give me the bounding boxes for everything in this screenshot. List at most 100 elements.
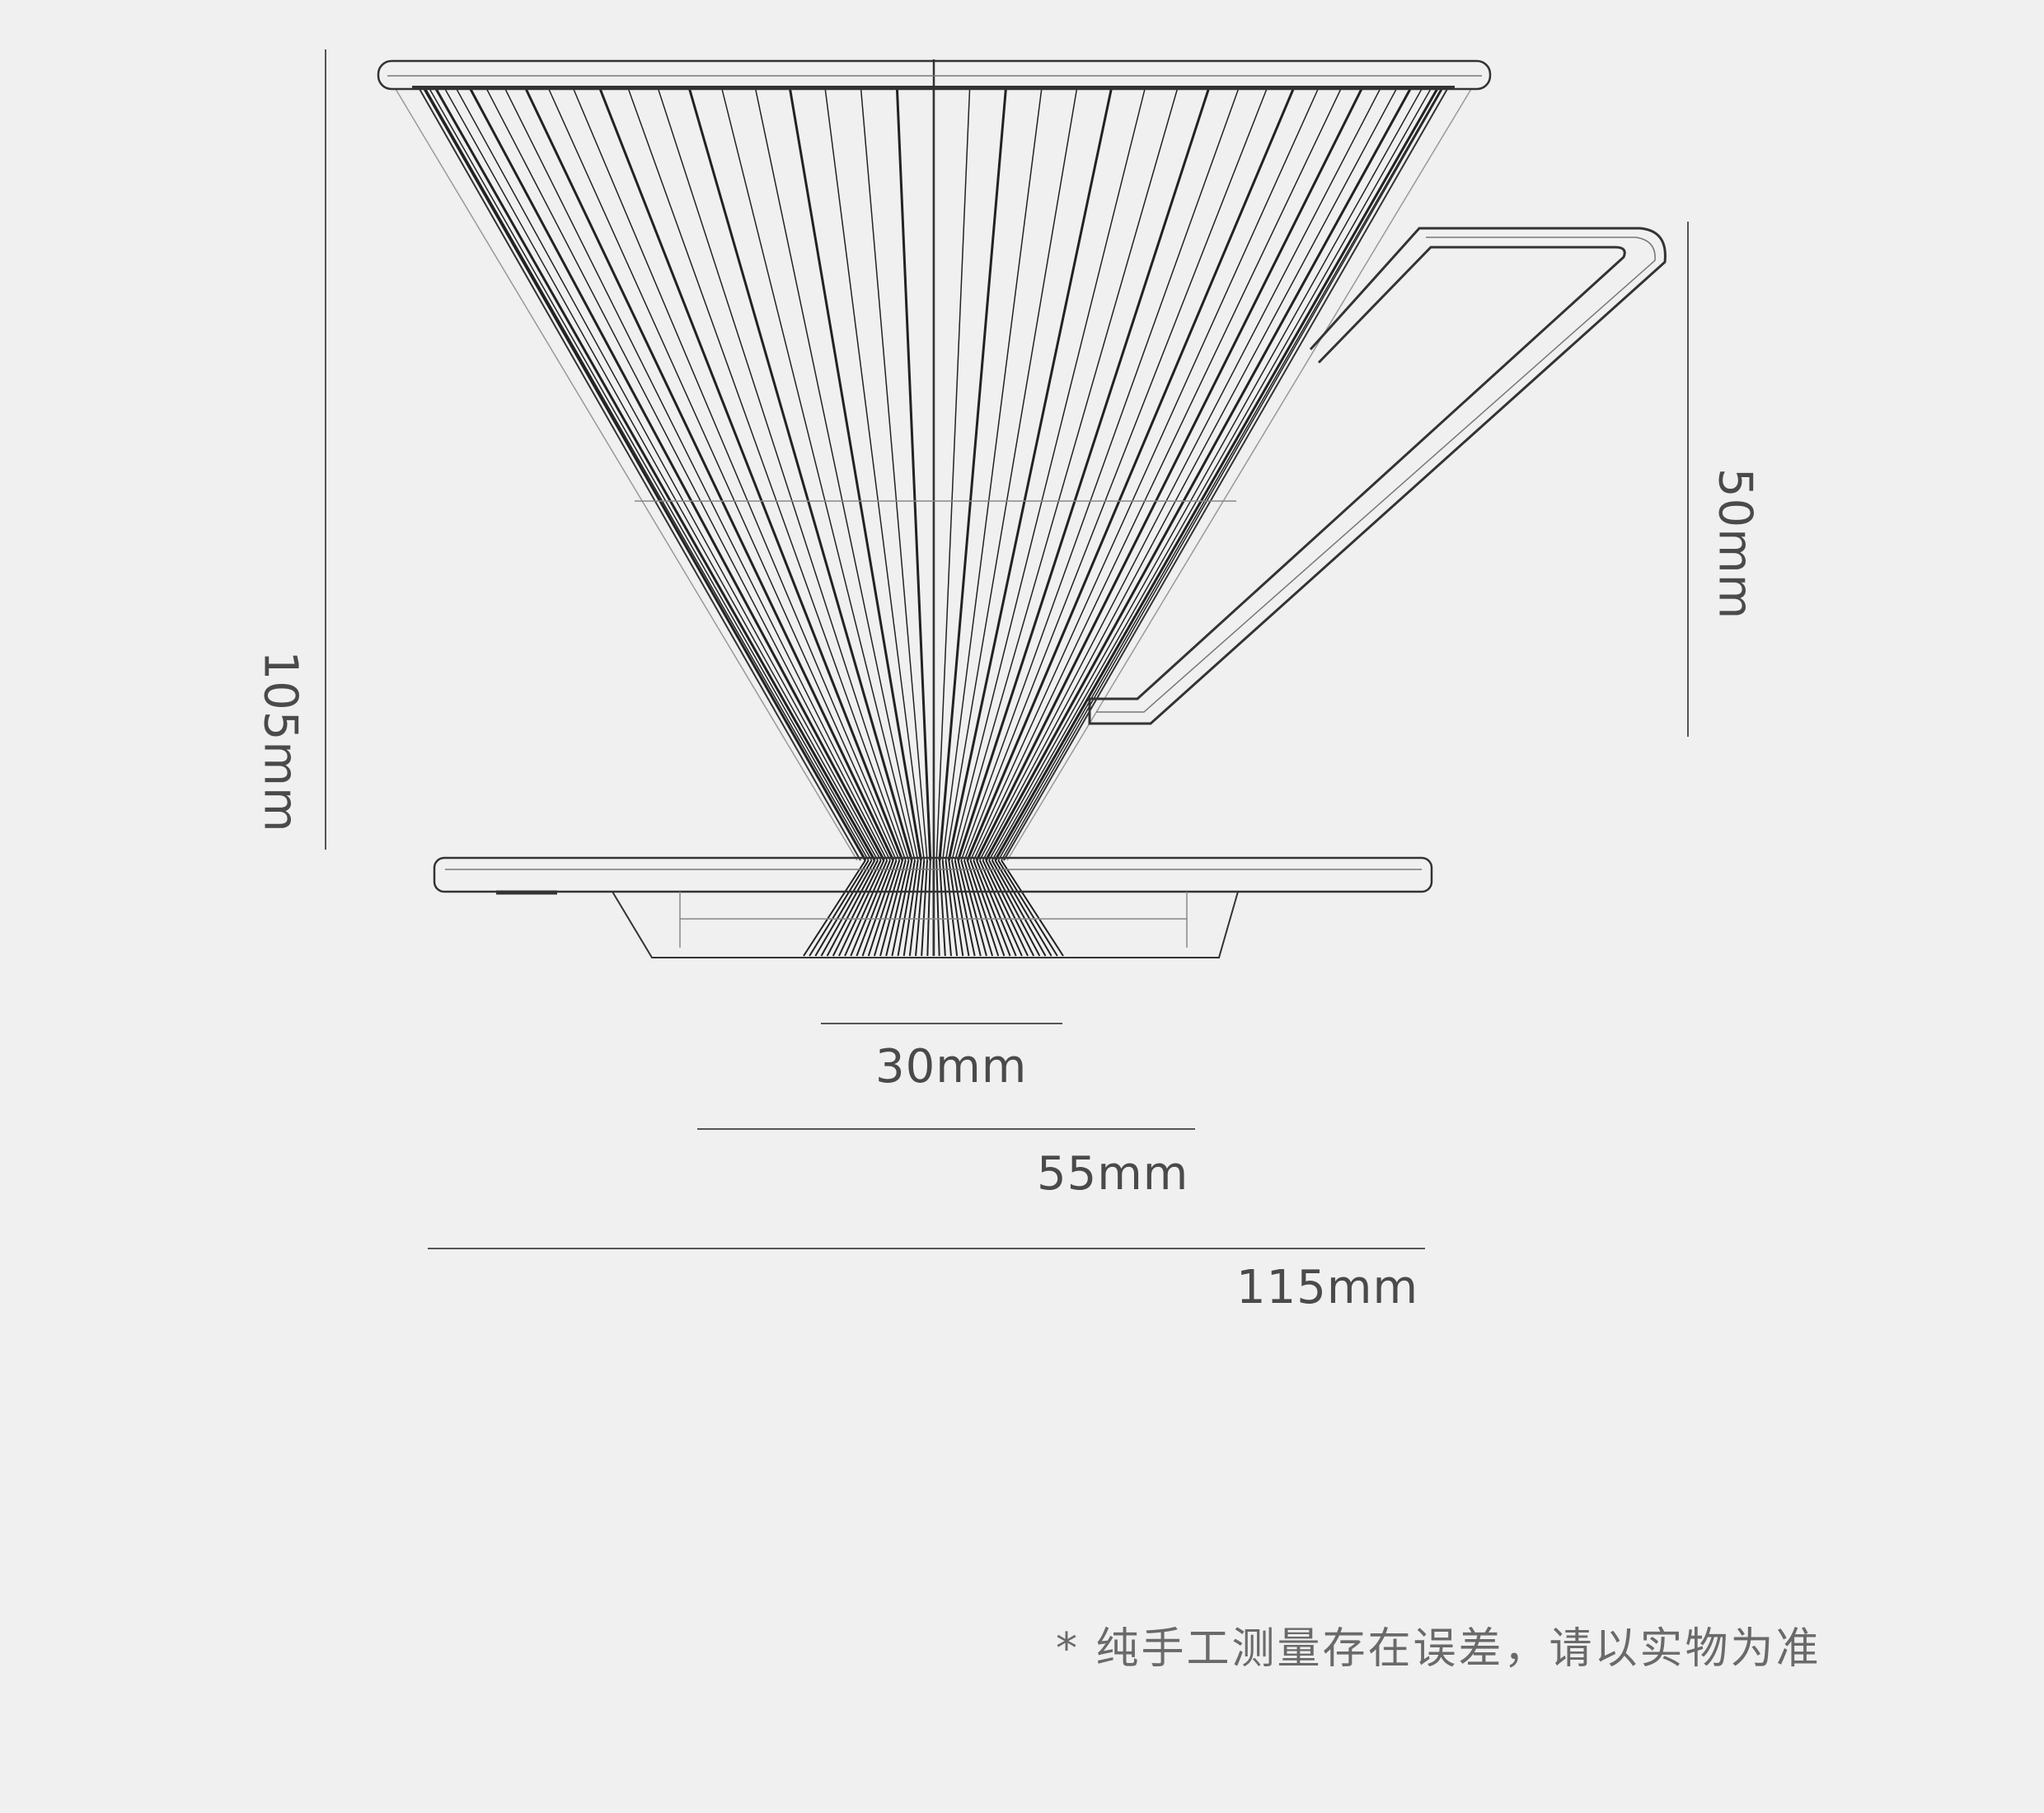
base-width-label: 115mm xyxy=(1236,1261,1418,1314)
cone-rib xyxy=(627,88,907,861)
outlet-rib xyxy=(988,860,1041,957)
cone-rib xyxy=(969,88,1319,861)
outlet-rib xyxy=(926,860,931,957)
outlet-rib xyxy=(856,860,894,957)
cone-rib xyxy=(982,88,1397,861)
height-label: 105mm xyxy=(253,650,307,833)
cone-outline xyxy=(395,59,1472,956)
outlet-rib xyxy=(985,860,1035,957)
outlet-rib xyxy=(850,860,891,957)
outlet-rib xyxy=(982,860,1029,957)
cone-rib xyxy=(979,88,1381,861)
cone-rib xyxy=(423,88,867,861)
cone-rib xyxy=(935,88,971,861)
outlet-rib xyxy=(941,860,952,957)
cone-rib xyxy=(434,88,876,861)
outlet-rib xyxy=(960,860,987,957)
measurement-disclaimer: * 纯手工测量存在误差，请以实物为准 xyxy=(1056,1624,1821,1674)
outlet-rib xyxy=(861,860,898,957)
outlet-rib xyxy=(973,860,1011,957)
cone-rib xyxy=(957,88,1210,861)
outlet-rib xyxy=(966,860,1000,957)
outlet-rib xyxy=(997,860,1058,957)
outlet-rib xyxy=(939,860,946,957)
cone-rib xyxy=(994,88,1439,861)
outlet-rib xyxy=(963,860,994,957)
outlet-rib xyxy=(902,860,919,957)
outlet-rib xyxy=(935,860,940,957)
outlet-rib xyxy=(803,860,866,957)
cone-rib xyxy=(1001,88,1443,861)
outlet-rib xyxy=(885,860,910,957)
outlet-rib xyxy=(809,860,870,957)
saucer xyxy=(433,856,1433,958)
outlet-rib xyxy=(1001,860,1064,957)
outlet-rib xyxy=(994,860,1052,957)
outlet-rib xyxy=(951,860,970,957)
outlet-rib xyxy=(969,860,1006,957)
cone-rib xyxy=(598,88,904,861)
cone-rib xyxy=(984,88,1412,861)
outlet-rib xyxy=(844,860,888,957)
outlet-rib xyxy=(873,860,903,957)
cone-rib xyxy=(573,88,900,861)
dimension-lines xyxy=(325,49,1689,1249)
outlet-rib xyxy=(826,860,879,957)
cone-rib xyxy=(754,88,919,861)
cone-rib xyxy=(444,88,879,861)
cone-rib xyxy=(966,88,1295,861)
outlet-rib xyxy=(891,860,913,957)
outlet-rib xyxy=(879,860,907,957)
cone-rib xyxy=(945,88,1078,861)
cone-rib xyxy=(942,88,1043,861)
outlet-rib xyxy=(954,860,976,957)
cone-rib xyxy=(548,88,898,861)
outlet-rib xyxy=(978,860,1023,957)
outlet-rib xyxy=(921,860,928,957)
cone-rib xyxy=(988,88,1423,861)
cone-rib xyxy=(973,88,1342,861)
outlet-rib xyxy=(991,860,1047,957)
handle xyxy=(1088,227,1667,725)
cone-rib xyxy=(524,88,895,861)
cone-ribs xyxy=(423,88,1443,957)
cone-rib xyxy=(824,88,925,861)
cone-rib xyxy=(469,88,885,861)
outlet-rib xyxy=(948,860,964,957)
handle-height-label: 50mm xyxy=(1708,467,1762,621)
cone-rib xyxy=(721,88,916,861)
outlet-rib xyxy=(945,860,959,957)
outlet-rib xyxy=(838,860,885,957)
cone-rib xyxy=(504,88,891,861)
top-rim xyxy=(377,59,1492,91)
cone-rib xyxy=(975,88,1363,861)
outlet-rib xyxy=(976,860,1017,957)
cone-rib xyxy=(938,88,1007,861)
cone-rib xyxy=(895,88,932,861)
cone-rib xyxy=(789,88,922,861)
cone-rib xyxy=(960,88,1240,861)
outlet-rib xyxy=(897,860,916,957)
cone-rib xyxy=(954,88,1179,861)
outlet-rib xyxy=(957,860,982,957)
cone-rib xyxy=(947,88,1113,861)
outlet-rib xyxy=(832,860,882,957)
cone-rib xyxy=(951,88,1146,861)
cone-rib xyxy=(424,88,870,861)
cone-rib xyxy=(860,88,928,861)
outlet-rib xyxy=(908,860,922,957)
cone-rib xyxy=(997,88,1442,861)
cone-rib xyxy=(963,88,1268,861)
outlet-rib xyxy=(820,860,876,957)
cone-rib xyxy=(992,88,1432,861)
hole-width-label: 30mm xyxy=(875,1040,1028,1094)
outlet-rib xyxy=(915,860,926,957)
cone-rib xyxy=(456,88,882,861)
cone-rib xyxy=(429,88,873,861)
outlet-rib xyxy=(814,860,873,957)
cone-rib xyxy=(657,88,910,861)
cone-rib xyxy=(688,88,913,861)
outlet-rib xyxy=(867,860,901,957)
base-inner-label: 55mm xyxy=(1037,1147,1189,1201)
